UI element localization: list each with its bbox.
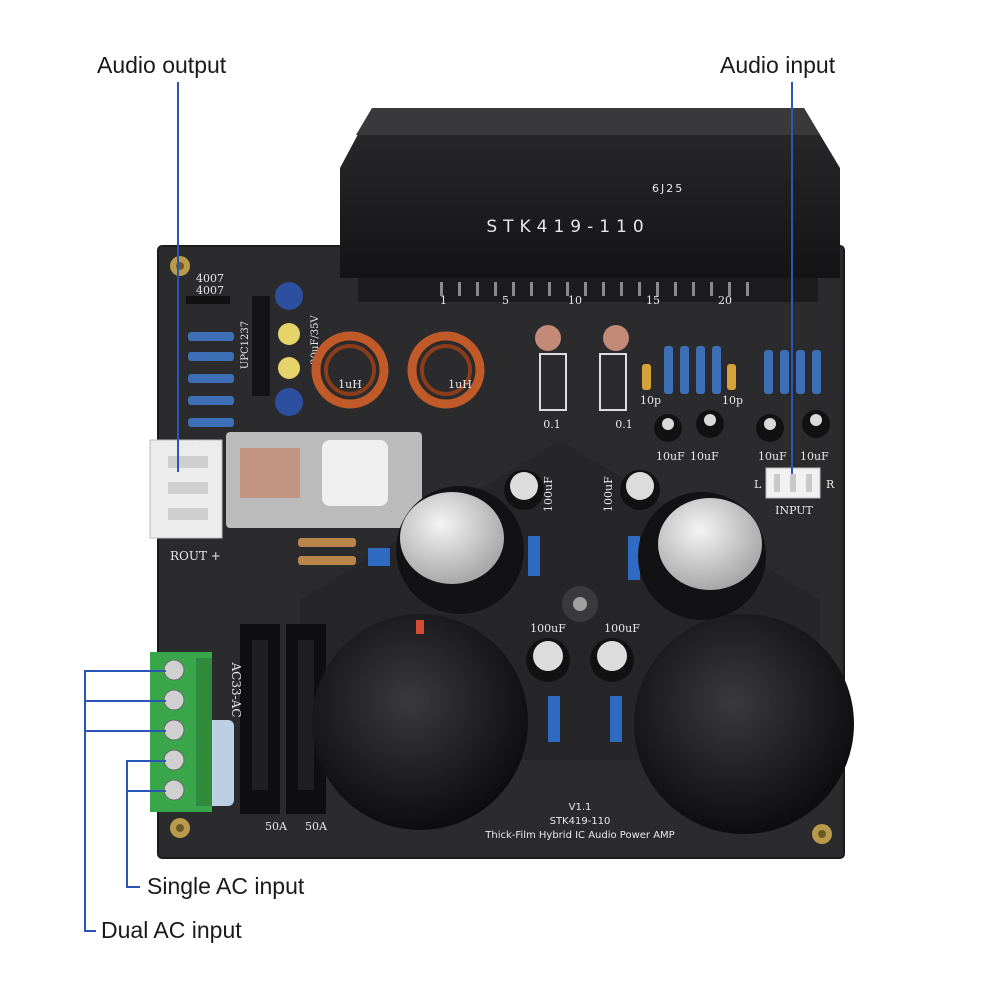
rectifier-label: 50A <box>265 820 288 833</box>
leader-line <box>84 730 166 732</box>
pin-label: 15 <box>646 294 660 307</box>
bridge-rectifier <box>240 624 326 814</box>
resistor-label: 0.1 <box>615 418 633 431</box>
callout-dual-ac: Dual AC input <box>101 917 242 943</box>
cap-label: 100uF <box>542 476 555 512</box>
leader-line <box>126 760 166 762</box>
leader-line <box>126 760 128 888</box>
cap-label: 10uF <box>758 450 787 463</box>
ic-label: UPC1237 <box>240 321 251 369</box>
resistor-array-right <box>642 346 821 394</box>
cap-label: 100uF <box>604 622 640 635</box>
callout-single-ac: Single AC input <box>147 873 305 899</box>
reservoir-capacitor <box>312 614 854 834</box>
cap-label: 10p <box>640 394 661 407</box>
filter-capacitor <box>396 486 766 620</box>
cap-label: 10uF <box>690 450 719 463</box>
board-version: V1.1 <box>569 802 592 813</box>
pin-label: 1 <box>440 294 447 307</box>
resistor-label: 0.1 <box>543 418 561 431</box>
chip-name: STK419-110 <box>486 217 649 237</box>
inductor-label: 1uH <box>338 378 362 391</box>
leader-line <box>84 930 96 932</box>
chip-code: 6J25 <box>652 182 684 195</box>
diode-label: 4007 <box>196 272 224 285</box>
inductor-label: 1uH <box>448 378 472 391</box>
small-capacitor <box>654 410 830 442</box>
rectifier-label: 50A <box>305 820 328 833</box>
pin-label: 10 <box>568 294 582 307</box>
leader-line <box>84 700 166 702</box>
ac-terminal-block <box>150 652 212 812</box>
cap-label: 10uF <box>800 450 829 463</box>
stk-chip: STK419-110 6J25 1 5 10 15 20 <box>340 108 840 307</box>
pin-label: 5 <box>502 294 509 307</box>
leader-line <box>126 790 166 792</box>
rout-label: ROUT + <box>172 439 223 453</box>
input-label: INPUT <box>775 504 813 517</box>
leader-line <box>84 670 86 932</box>
cap-label: 10p <box>722 394 743 407</box>
resistor-array-left <box>188 332 234 427</box>
cap-label: 10uF <box>656 450 685 463</box>
board-model: STK419-110 <box>550 816 611 827</box>
cap-label: 100uF <box>530 622 566 635</box>
diode-label: 4007 <box>196 284 224 297</box>
leader-line <box>791 82 793 474</box>
leader-line <box>126 886 140 888</box>
leader-line <box>84 670 166 672</box>
cap-label: 20uF/35V <box>310 315 321 365</box>
rout-label: ROUT + <box>170 549 221 563</box>
callout-audio-input: Audio input <box>720 52 836 78</box>
input-r-label: R <box>826 478 835 491</box>
callout-audio-output: Audio output <box>97 52 227 78</box>
inductor <box>311 331 485 409</box>
leader-line <box>177 82 179 472</box>
pin-label: 20 <box>718 294 732 307</box>
ac-label: AC33-AC <box>229 661 243 717</box>
cap-label: 100uF <box>602 476 615 512</box>
board-subtitle: Thick-Film Hybrid IC Audio Power AMP <box>484 830 674 841</box>
input-l-label: L <box>754 478 762 491</box>
